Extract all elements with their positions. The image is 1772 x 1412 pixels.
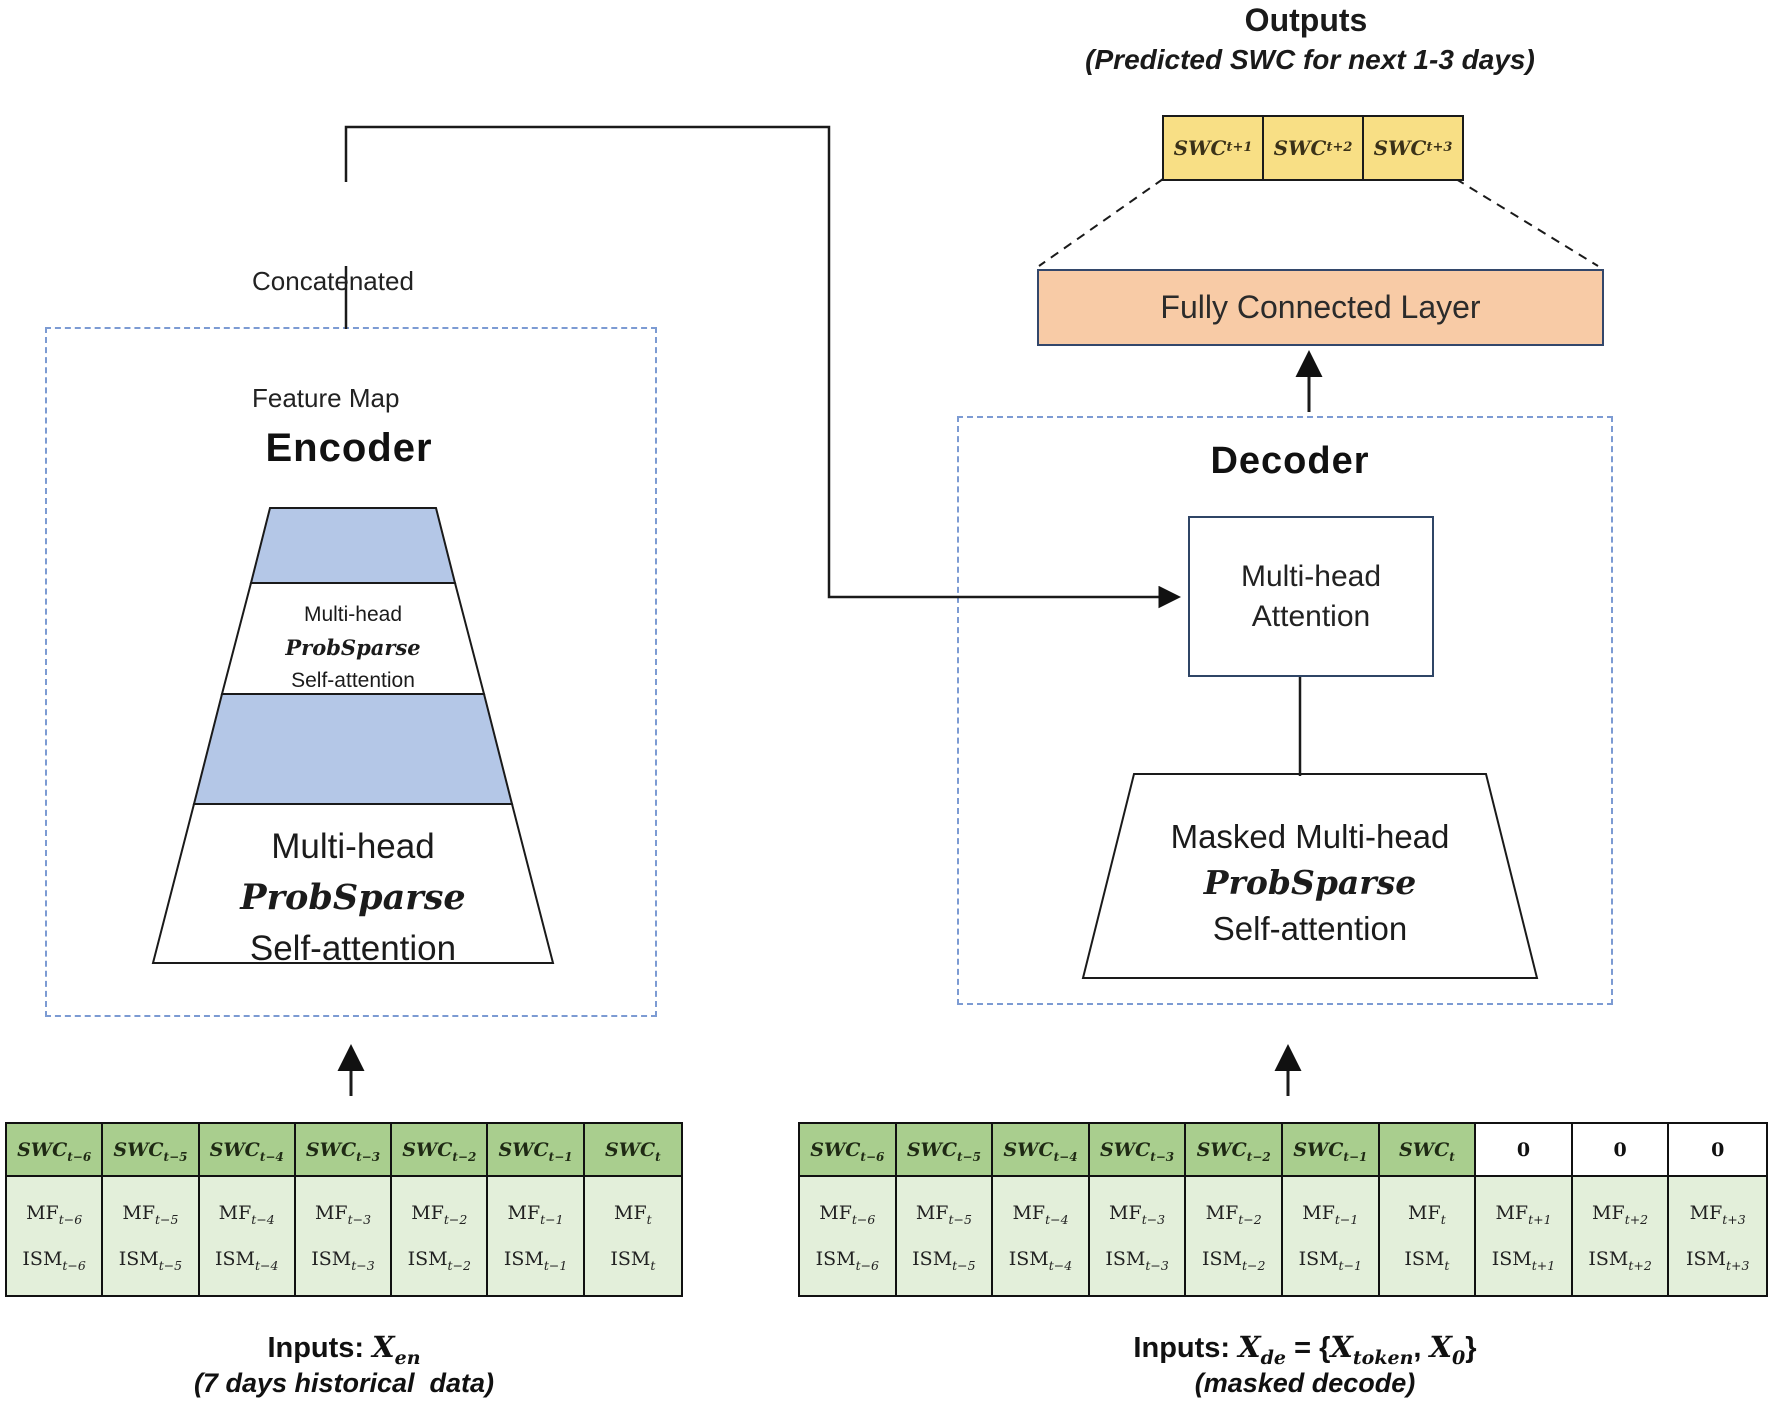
- fully-connected-layer-label: Fully Connected Layer: [1160, 289, 1481, 325]
- output-fc-dashed-left: [1038, 178, 1164, 267]
- swc-header-cell: SWCt: [1379, 1124, 1475, 1177]
- masked-attention-trapezoid: [1081, 773, 1539, 979]
- encoder-to-decoder-arrow: [344, 125, 1181, 609]
- decoder-input-caption: Inputs: Xde = {Xtoken, X0}: [1133, 1330, 1477, 1369]
- enc-small-line2: ProbSparse: [285, 635, 421, 660]
- swc-header-cell: SWCt−3: [1089, 1124, 1185, 1177]
- enc-big-line1: Multi-head: [271, 827, 435, 866]
- mha-line2: Attention: [1251, 599, 1371, 633]
- encoder-input-subcaption: (7 days historical data): [193, 1368, 495, 1398]
- masked-line1: Masked Multi-head: [1170, 818, 1450, 855]
- masked-line2: ProbSparse: [1203, 863, 1417, 902]
- outputs-title: Outputs: [1244, 2, 1368, 38]
- encoder-input-caption: Inputs: Xen: [267, 1330, 421, 1369]
- encoder-title: Encoder: [265, 426, 433, 470]
- swc-header-cell: SWCt−1: [488, 1124, 583, 1177]
- swc-header-cell: SWCt−4: [993, 1124, 1088, 1177]
- swc-header-cell: SWCt−6: [800, 1124, 895, 1177]
- swc-header-cell: SWCt−2: [392, 1124, 487, 1177]
- decoder-input-subcaption: (masked decode): [1194, 1368, 1416, 1398]
- swc-header-cell: SWCt−1: [1282, 1124, 1378, 1177]
- enc-small-line1: Multi-head: [303, 603, 403, 626]
- concat-label-line2: Feature Map: [252, 383, 400, 413]
- encoder-attention-small-label: Multi-head ProbSparse Self-attention: [223, 598, 483, 697]
- outputs-subtitle: (Predicted SWC for next 1-3 days): [1085, 44, 1535, 75]
- zero-header-cell: 0: [1669, 1124, 1766, 1177]
- swc-header-cell: SWCt: [584, 1124, 681, 1177]
- fully-connected-layer-box: Fully Connected Layer: [1037, 269, 1604, 346]
- masked-line3: Self-attention: [1212, 910, 1408, 947]
- zero-header-cell: 0: [1572, 1124, 1668, 1177]
- encoder-pyramid: [151, 507, 555, 964]
- swc-header-cell: SWCt−6: [7, 1124, 102, 1177]
- swc-header-cell: SWCt−5: [103, 1124, 198, 1177]
- enc-big-line2: ProbSparse: [240, 877, 466, 918]
- encoder-dashed-box: [45, 327, 657, 1017]
- encoder-attention-big-label: Multi-head ProbSparse Self-attention: [153, 821, 553, 974]
- multi-head-attention-box: Multi-head Attention: [1188, 516, 1434, 677]
- enc-small-line3: Self-attention: [291, 669, 415, 692]
- swc-header-cell: SWCt−2: [1186, 1124, 1281, 1177]
- mha-line1: Multi-head: [1240, 559, 1382, 593]
- concatenated-feature-map-label: Concatenated Feature Map: [252, 184, 414, 496]
- masked-attention-label: Masked Multi-head ProbSparse Self-attent…: [1110, 814, 1510, 952]
- swc-header-cell: SWCt−4: [199, 1124, 294, 1177]
- decoder-dashed-box: [957, 416, 1613, 1005]
- concat-label-line1: Concatenated: [252, 266, 414, 296]
- swc-header-cell: SWCt−3: [295, 1124, 391, 1177]
- enc-big-line3: Self-attention: [249, 929, 457, 968]
- output-fc-dashed-right: [1455, 178, 1599, 267]
- zero-header-cell: 0: [1476, 1124, 1571, 1177]
- decoder-title: Decoder: [1210, 440, 1370, 482]
- swc-header-cell: SWCt−5: [896, 1124, 992, 1177]
